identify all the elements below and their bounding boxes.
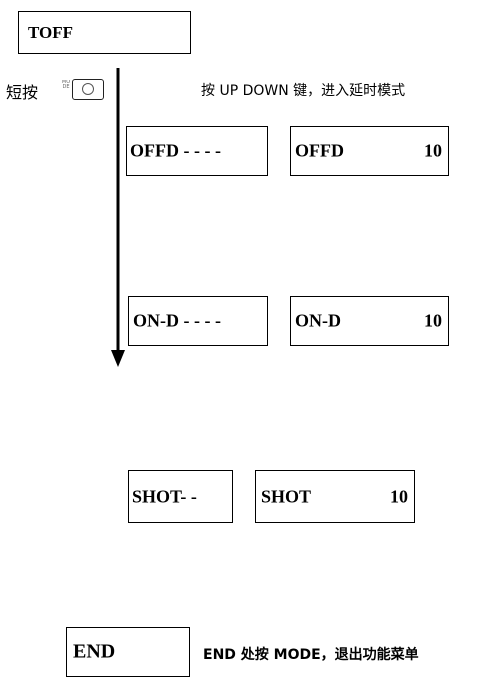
end-box: END <box>66 627 190 677</box>
instruction-text: 按 UP DOWN 键，进入延时模式 <box>201 83 406 99</box>
toff-label: TOFF <box>28 22 74 42</box>
offd-value-box: OFFD 10 <box>290 126 449 176</box>
mode-key-caption: MODE <box>61 80 71 90</box>
end-label: END <box>73 640 116 663</box>
shot-value-label: SHOT <box>261 486 312 506</box>
offd-value-number: 10 <box>424 140 442 161</box>
on-d-blank-box: ON-D - - - - <box>128 296 268 346</box>
on-d-blank-label: ON-D - - - - <box>133 310 221 331</box>
shot-blank-box: SHOT- - <box>128 470 233 523</box>
offd-value-label: OFFD <box>295 140 344 161</box>
offd-blank-box: OFFD - - - - <box>126 126 268 176</box>
round-button-icon <box>82 83 94 95</box>
mode-key-icon <box>72 79 104 100</box>
short-press-text: 短按 <box>6 83 39 102</box>
shot-value-box: SHOT 10 <box>255 470 415 523</box>
on-d-value-box: ON-D 10 <box>290 296 449 346</box>
on-d-value-number: 10 <box>424 310 442 331</box>
down-arrow-icon <box>111 350 125 367</box>
shot-value-number: 10 <box>390 486 408 506</box>
end-note-text: END 处按 MODE，退出功能菜单 <box>203 647 419 663</box>
toff-box: TOFF <box>18 11 191 54</box>
offd-blank-label: OFFD - - - - <box>130 140 221 161</box>
flow-arrow <box>111 68 125 367</box>
shot-blank-label: SHOT- - <box>132 486 197 506</box>
on-d-value-label: ON-D <box>295 310 341 331</box>
